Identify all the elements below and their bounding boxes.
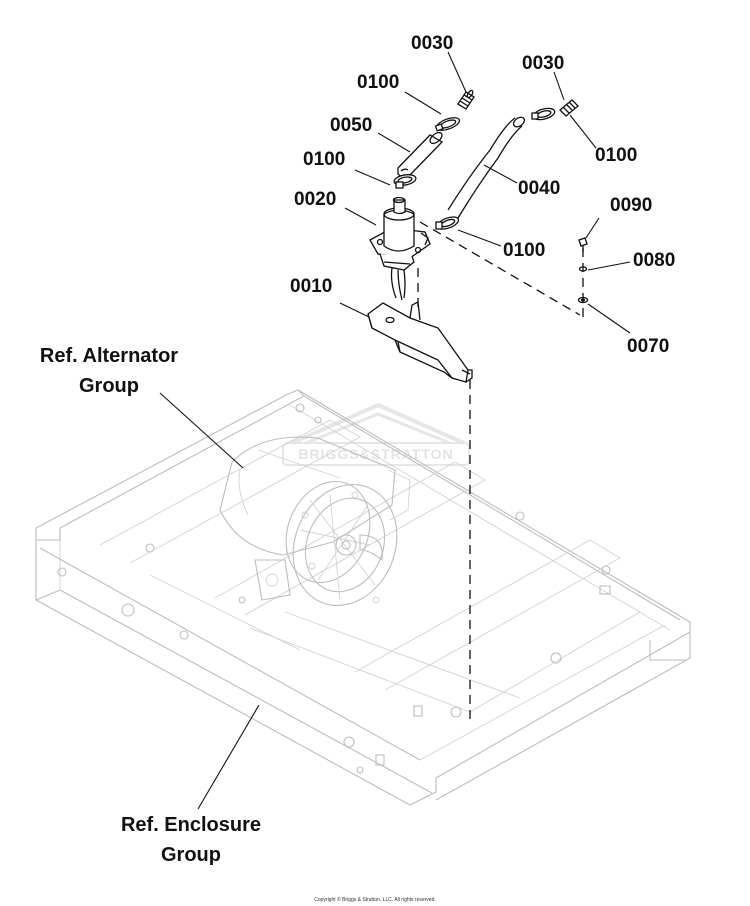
assembly-guide-lines <box>417 221 584 720</box>
alternator-assembly <box>219 436 411 607</box>
fitting-right-part <box>559 99 579 117</box>
short-hose-part <box>397 131 444 178</box>
fitting-left-part <box>457 89 475 110</box>
callout-0030-left: 0030 <box>411 33 453 54</box>
ref-enclosure-line1: Ref. Enclosure <box>121 814 261 836</box>
hose-clamp-upper-right <box>531 107 556 121</box>
callout-0020: 0020 <box>294 189 336 210</box>
callout-0030-right: 0030 <box>522 53 564 74</box>
enclosure-base-frame <box>35 389 691 806</box>
callout-0040: 0040 <box>518 178 560 199</box>
hose-clamp-lower-right <box>435 216 460 230</box>
callout-0010: 0010 <box>290 276 332 297</box>
hose-clamp-lower-left <box>393 174 417 189</box>
ref-alternator-line1: Ref. Alternator <box>40 345 178 367</box>
callout-0100-upper-right: 0100 <box>595 145 637 166</box>
watermark-text: BRIGGS&STRATTON <box>298 446 453 462</box>
copyright-notice: Copyright © Briggs & Stratton, LLC. All … <box>314 896 436 903</box>
callout-0080: 0080 <box>633 250 675 271</box>
leader-lines <box>159 51 631 810</box>
long-hose-part <box>447 116 526 219</box>
callout-0100-lower-right: 0100 <box>503 240 545 261</box>
callout-0100-upper-left: 0100 <box>357 72 399 93</box>
callout-0070: 0070 <box>627 336 669 357</box>
ref-enclosure-line2: Group <box>161 844 221 866</box>
block-heater-part <box>369 196 431 301</box>
screw-part <box>578 237 588 252</box>
callout-0090: 0090 <box>610 195 652 216</box>
callout-0050: 0050 <box>330 115 372 136</box>
reference-labels: Ref. Alternator Group Ref. Enclosure Gro… <box>40 345 261 866</box>
ref-alternator-line2: Group <box>79 375 139 397</box>
callout-labels: 0030 0100 0050 0100 0020 0010 0030 0100 … <box>290 33 675 357</box>
callout-0100-mid-left: 0100 <box>303 149 345 170</box>
hose-clamp-upper-left <box>434 117 461 132</box>
mounting-bracket-part <box>367 301 473 383</box>
